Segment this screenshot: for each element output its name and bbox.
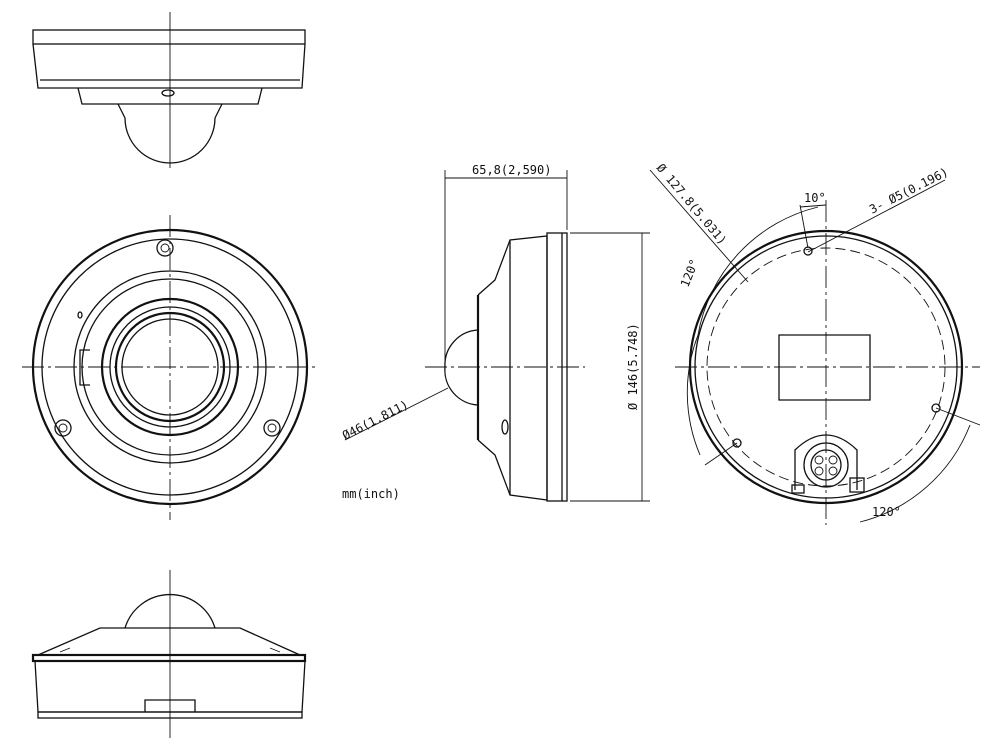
hole-spec-label: 3- Ø5(0.196): [867, 165, 951, 217]
back-view: [649, 169, 981, 525]
mount-circle-label: Ø 127.8(5.031): [654, 161, 730, 247]
screw-icon: [263, 419, 281, 437]
front-view: [22, 215, 318, 520]
side-view: [344, 170, 650, 502]
cable-connector-icon: [791, 434, 865, 494]
mount-hole-icon: [732, 438, 742, 448]
top-view: [32, 12, 306, 168]
angle-bottom-label: 120°: [872, 505, 901, 519]
angle-offset-label: 10°: [804, 191, 826, 205]
screw-icon: [156, 239, 174, 257]
mount-hole-icon: [803, 246, 813, 256]
dome-diameter-label: Ø46(1.811): [340, 397, 411, 442]
angle-left-label: 120°: [678, 257, 702, 289]
units-label: mm(inch): [342, 487, 400, 501]
mount-hole-icon: [931, 403, 941, 413]
screw-icon: [54, 419, 72, 437]
depth-dimension-label: 65,8(2,590): [472, 163, 551, 177]
height-dimension-label: Ø 146(5.748): [626, 323, 640, 410]
side-elevation-view: [31, 570, 307, 738]
